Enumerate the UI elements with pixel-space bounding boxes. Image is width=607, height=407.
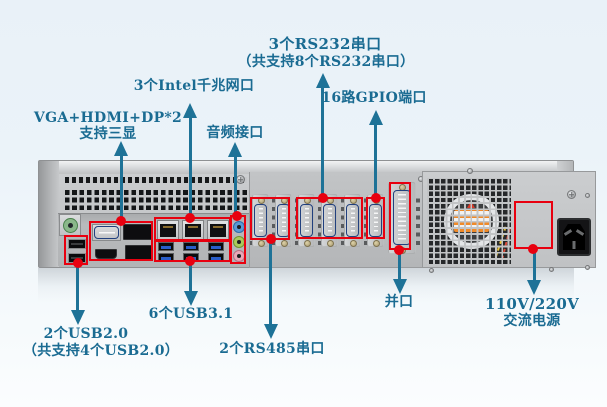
power-label-line2: 交流电源 xyxy=(503,313,561,329)
usb2-callout-arrow xyxy=(70,310,85,325)
usb3-callout-line xyxy=(189,261,192,292)
lan-port-2 xyxy=(182,220,204,241)
rs232-label-line2: （共支持8个RS232串口） xyxy=(237,54,415,70)
screw xyxy=(585,193,590,198)
psu-mesh-grille xyxy=(427,178,511,266)
ps2-pin-hole xyxy=(67,222,73,228)
lan-port-1 xyxy=(157,220,179,241)
jack-screw xyxy=(281,240,288,247)
jack-screw xyxy=(327,240,334,247)
slot-cover-vent xyxy=(272,197,276,245)
display-callout-arrow xyxy=(114,141,128,156)
chassis-left-edge xyxy=(39,161,59,267)
usb3-port-3 xyxy=(208,242,224,251)
screw xyxy=(429,268,434,273)
vga-port xyxy=(94,226,119,239)
hdmi-port xyxy=(95,249,117,259)
lan-callout-arrow xyxy=(183,103,197,118)
parallel-marker-dot xyxy=(394,245,404,255)
power-callout-arrow xyxy=(527,280,541,295)
parallel-marker-box xyxy=(389,182,411,250)
audio-callout-arrow xyxy=(228,142,242,157)
display-callout-line xyxy=(119,154,123,220)
power-inlet-c14 xyxy=(557,218,591,256)
usb3-callout-arrow xyxy=(183,291,198,306)
screw xyxy=(236,175,245,184)
ps2-port xyxy=(59,214,81,236)
usb2-label-line1: 2个USB2.0 xyxy=(43,326,129,342)
slot-cover-vent xyxy=(416,197,420,245)
jack-screw xyxy=(304,240,311,247)
parallel-callout-arrow xyxy=(392,279,407,294)
usb2-callout-line xyxy=(76,263,79,311)
gpio-label: 16路GPIO端口 xyxy=(321,90,427,106)
slot-cover-vent xyxy=(341,197,345,245)
rs232-port-3 xyxy=(346,204,359,237)
chassis-reflection xyxy=(38,268,574,302)
power-callout-line xyxy=(532,249,536,281)
rs232-callout-arrow xyxy=(315,73,330,88)
rs485-label: 2个RS485串口 xyxy=(219,341,325,357)
screw xyxy=(567,190,576,199)
usb3-marker-dot xyxy=(185,256,195,266)
power-label-line1: 110V/220V xyxy=(484,295,580,313)
lan-label: 3个Intel千兆网口 xyxy=(133,78,255,94)
audio-marker-dot xyxy=(232,211,242,221)
vent-row-top xyxy=(65,177,247,183)
usb3-port-1 xyxy=(158,242,174,251)
usb2-label-line2: （共支持4个USB2.0） xyxy=(22,343,180,359)
gpio-callout-line xyxy=(374,124,377,197)
usb2-marker-dot xyxy=(72,258,83,268)
rs485-callout-arrow xyxy=(263,324,278,339)
display-label-line2: 支持三显 xyxy=(79,126,137,142)
jack-screw xyxy=(373,240,380,247)
usb3-port-2 xyxy=(183,242,199,251)
rs232-label-line1: 3个RS232串口 xyxy=(268,35,382,53)
rs232-marker-box xyxy=(296,197,363,239)
vent-grid xyxy=(62,190,249,213)
rs232-port-1 xyxy=(300,204,313,237)
power-marker-box xyxy=(514,201,553,249)
psu-area xyxy=(422,168,596,273)
parallel-callout-line xyxy=(398,250,401,280)
audio-marker-box xyxy=(230,215,246,264)
gpio-marker-dot xyxy=(370,192,381,203)
parallel-label: 并口 xyxy=(384,294,414,310)
display-label-line1: VGA+HDMI+DP*2 xyxy=(33,110,183,126)
gpio-callout-arrow xyxy=(368,110,383,125)
display-marker-box xyxy=(89,221,153,261)
audio-label: 音频接口 xyxy=(206,125,264,141)
usb2-port-1 xyxy=(68,239,86,249)
display-marker-dot xyxy=(116,216,126,226)
screw xyxy=(467,168,473,174)
power-marker-dot xyxy=(528,244,538,254)
screw xyxy=(585,265,590,270)
rs232-callout-line xyxy=(321,87,324,198)
lan-callout-line xyxy=(188,117,192,218)
screw xyxy=(549,267,554,272)
jack-screw xyxy=(350,240,357,247)
rs485-port-1 xyxy=(254,204,267,237)
jack-screw xyxy=(258,240,265,247)
rs232-port-2 xyxy=(323,204,336,237)
usb3-label: 6个USB3.1 xyxy=(148,306,234,322)
rs485-callout-line xyxy=(269,239,272,325)
lan-marker-dot xyxy=(185,213,195,223)
rs485-marker-dot xyxy=(265,234,276,244)
rs232-marker-dot xyxy=(317,193,328,203)
audio-callout-line xyxy=(233,156,237,216)
gpio-marker-box xyxy=(366,197,385,239)
gpio-port xyxy=(369,204,382,237)
slot-cover-vent xyxy=(318,197,322,245)
